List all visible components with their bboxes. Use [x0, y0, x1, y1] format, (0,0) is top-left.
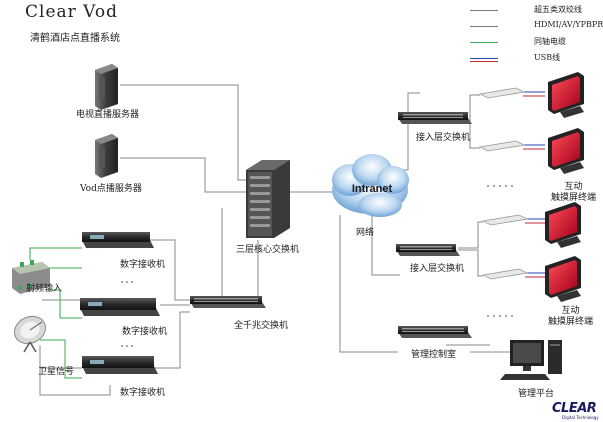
tv-server-link — [120, 84, 250, 181]
core-switch-label: 三层核心交换机 — [236, 245, 300, 255]
core-switch-icon — [246, 160, 290, 238]
terminal-1-label: 互动 触摸屏终端 — [551, 182, 597, 203]
control-room-switch-icon — [398, 326, 472, 338]
vod-server-label: Vod点播服务器 — [80, 184, 142, 194]
access-switch-1-label: 接入层交换机 — [416, 133, 471, 143]
ellipsis-dots — [121, 185, 513, 347]
intranet-label: Intranet — [352, 183, 393, 195]
intranet-control-link — [339, 215, 398, 353]
network-label: 网络 — [356, 228, 375, 238]
legend-line-icon — [470, 26, 498, 27]
gigabit-switch-label: 全千兆交换机 — [234, 321, 289, 331]
coax-lines — [29, 247, 82, 379]
rf-input-device-icon — [12, 260, 50, 294]
coax-rf-r2 — [48, 289, 82, 319]
legend-label: USB线 — [534, 53, 561, 62]
satellite-dish-icon — [13, 315, 47, 353]
receiver3-link — [155, 311, 190, 369]
coax-sat-r3 — [40, 339, 82, 379]
tv-server-label: 电视直播服务器 — [76, 110, 140, 120]
legend-line-icon — [470, 42, 498, 43]
access1-kiosk2 — [469, 118, 480, 149]
vod-server-link — [120, 157, 250, 193]
receiver-1-label: 数字接收机 — [120, 260, 166, 270]
legend: 超五类双绞线 HDMI/AV/YPBPR 同轴电缆 USB线 — [470, 4, 603, 68]
access-switch-2-label: 接入层交换机 — [410, 264, 465, 274]
receiver-2-label: 数字接收机 — [122, 327, 168, 337]
legend-label: 超五类双绞线 — [534, 5, 582, 14]
terminal-2-label: 互动 触摸屏终端 — [548, 306, 594, 327]
intranet-cloud — [332, 154, 409, 217]
satellite-label: 卫星信号 — [38, 367, 75, 377]
usb-lines — [523, 91, 545, 278]
kiosk-box-1 — [478, 87, 526, 99]
receiver-2-icon — [80, 298, 160, 316]
control-room-label: 管理控制室 — [411, 350, 457, 360]
tv-server-icon — [95, 64, 118, 110]
legend-item-hdmi: HDMI/AV/YPBPR — [470, 20, 603, 36]
legend-line-icon — [470, 10, 498, 11]
receiver1-link — [150, 239, 190, 301]
brand-logo: CLEAR — [552, 401, 597, 416]
coax-rf-r1 — [29, 247, 82, 260]
brand-tagline: Digital Technology — [562, 415, 599, 420]
touch-terminal-1-icon — [548, 72, 584, 118]
sat-receiver3 — [39, 345, 82, 369]
intranet-access2-link — [371, 212, 400, 276]
access-switch-1-icon — [398, 112, 472, 124]
kiosk-box-2 — [478, 140, 526, 152]
receiver-3-label: 数字接收机 — [120, 388, 166, 398]
legend-item-twisted-pair: 超五类双绞线 — [470, 4, 600, 20]
kiosk-box-4 — [481, 268, 529, 280]
access1-kiosk1 — [469, 94, 480, 118]
sat-loop — [39, 345, 111, 396]
kiosk-box-3 — [481, 214, 529, 226]
receiver-1-icon — [82, 232, 154, 248]
touch-terminal-4-icon — [545, 256, 581, 302]
legend-line-icon — [470, 58, 498, 62]
page-title: Clear Vod — [25, 2, 119, 22]
legend-item-coax: 同轴电缆 — [470, 36, 600, 52]
management-pc-icon — [500, 340, 562, 380]
legend-label: HDMI/AV/YPBPR — [534, 20, 603, 29]
cable-lines — [39, 84, 510, 396]
access2-kiosk4 — [458, 249, 483, 277]
touch-terminal-2-icon — [548, 128, 584, 174]
access-switch-2-icon — [396, 244, 460, 256]
receiver-3-icon — [82, 356, 158, 374]
kiosk-boxes — [478, 87, 529, 280]
page-subtitle: 清鹤酒店点直播系统 — [30, 33, 120, 44]
legend-item-usb: USB线 — [470, 52, 600, 68]
gigabit-switch-icon — [190, 296, 266, 308]
vod-server-icon — [95, 134, 118, 178]
mgmt-platform-label: 管理平台 — [518, 389, 555, 399]
access2-kiosk3 — [458, 221, 483, 249]
legend-label: 同轴电缆 — [534, 37, 566, 46]
rf-input-label: 射频输入 — [26, 284, 63, 294]
touch-terminal-3-icon — [545, 202, 581, 248]
